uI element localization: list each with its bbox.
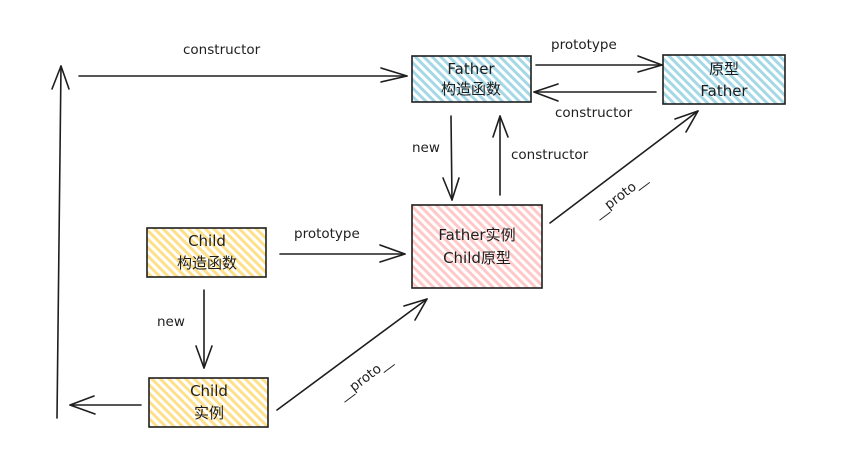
arrow-instance-proto <box>549 110 699 224</box>
edge-child-instance-proto: __proto__ <box>276 298 428 411</box>
child-constructor-line2: 构造函数 <box>177 254 237 272</box>
edge-child-prototype: prototype <box>279 226 406 263</box>
arrowhead-left-icon <box>69 395 96 415</box>
child-instance-line2: 实例 <box>194 404 224 422</box>
label-child-new: new <box>157 314 185 330</box>
arrowhead-diag-icon <box>674 110 699 133</box>
arrowhead-left-icon <box>533 83 559 102</box>
child-instance-line1: Child <box>190 382 228 400</box>
label-child-prototype: prototype <box>294 226 360 242</box>
edge-child-new: new <box>157 289 213 369</box>
edge-father-proto-constructor: constructor <box>533 83 657 121</box>
edge-father-prototype: prototype <box>535 37 663 73</box>
arrowhead-right-icon <box>637 55 663 73</box>
child-instance-box <box>148 377 269 428</box>
node-father-instance[interactable]: Father实例 Child原型 <box>411 204 543 289</box>
label-instance-constructor: constructor <box>511 147 589 163</box>
label-constructor-top: constructor <box>183 42 261 58</box>
label-instance-proto: __proto__ <box>590 171 651 222</box>
arrowhead-right-icon <box>380 67 408 83</box>
child-constructor-box <box>146 227 267 278</box>
arrowhead-down-icon <box>195 345 213 369</box>
father-prototype-box <box>662 54 786 105</box>
father-constructor-box <box>411 55 532 103</box>
arrow-child-instance-proto <box>276 298 428 411</box>
arrow-vertical-up <box>56 65 62 419</box>
father-constructor-line1: Father <box>447 60 495 78</box>
edge-father-new: new <box>412 115 460 201</box>
node-child-constructor[interactable]: Child 构造函数 <box>146 227 267 278</box>
arrowhead-down-icon <box>442 177 460 201</box>
label-father-new: new <box>412 140 440 156</box>
child-constructor-line1: Child <box>188 232 226 250</box>
father-instance-box <box>411 204 543 289</box>
edge-left-constructor: constructor <box>51 42 408 419</box>
father-constructor-line2: 构造函数 <box>441 80 501 98</box>
father-instance-line2: Child原型 <box>443 249 511 267</box>
arrowhead-diag-icon <box>403 298 428 321</box>
edge-instance-proto: __proto__ <box>549 110 699 224</box>
arrowhead-up-icon <box>51 65 70 90</box>
arrowhead-up-icon <box>492 115 509 138</box>
arrowhead-right-icon <box>379 244 406 263</box>
father-prototype-line1: 原型 <box>709 60 739 78</box>
node-father-prototype[interactable]: 原型 Father <box>662 54 786 105</box>
father-prototype-line2: Father <box>700 82 748 100</box>
edge-instance-constructor: constructor <box>492 115 589 196</box>
label-proto-constructor: constructor <box>555 105 633 121</box>
arrow-father-new <box>450 115 453 201</box>
father-instance-line1: Father实例 <box>438 226 515 244</box>
node-child-instance[interactable]: Child 实例 <box>148 377 269 428</box>
label-father-prototype: prototype <box>551 37 617 53</box>
node-father-constructor[interactable]: Father 构造函数 <box>411 55 532 103</box>
